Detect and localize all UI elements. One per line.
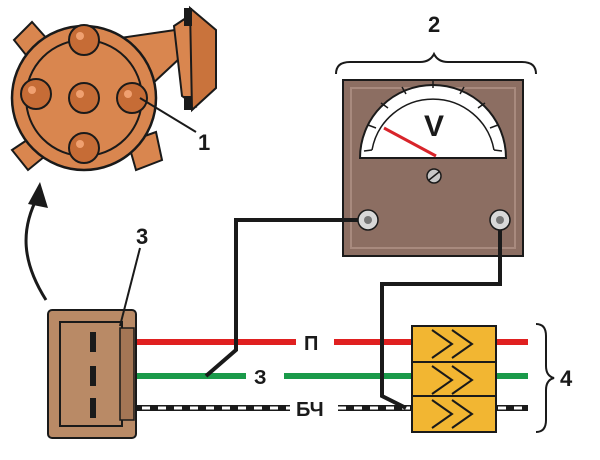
callout-1: 1 xyxy=(198,130,210,155)
callout-4: 4 xyxy=(560,366,573,391)
wire-label-black-white: БЧ xyxy=(296,399,324,421)
voltmeter-needle xyxy=(383,126,437,158)
plug-connector-icon xyxy=(47,309,137,439)
arrow-head-icon xyxy=(28,182,48,208)
voltmeter-lead-left xyxy=(204,218,358,378)
curved-arrow xyxy=(24,195,48,301)
distributor-cap-icon xyxy=(10,5,217,172)
callout-2: 2 xyxy=(428,12,440,37)
voltmeter-unit-label: V xyxy=(424,110,444,143)
callout-1-leader xyxy=(139,97,197,133)
voltmeter-lead-right xyxy=(380,230,502,410)
callout-3-leader xyxy=(119,247,141,327)
wire-label-green: З xyxy=(254,367,267,389)
voltmeter-icon: V xyxy=(342,79,524,257)
switch-block-icon xyxy=(411,325,497,433)
voltmeter-bracket xyxy=(335,51,537,75)
switch-block-bracket xyxy=(535,323,555,433)
callout-3: 3 xyxy=(136,224,148,249)
voltmeter-scale-ticks xyxy=(363,80,503,152)
wire-label-red: П xyxy=(304,333,318,355)
